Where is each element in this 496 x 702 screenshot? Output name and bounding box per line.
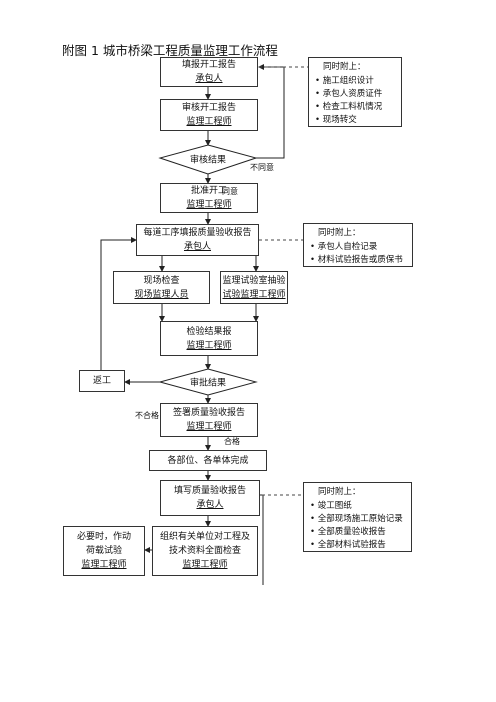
box-line: 每道工序填报质量验收报告 [143, 228, 252, 238]
note-title: 同时附上： [323, 62, 366, 72]
note-item: 全部现场施工原始记录 [310, 513, 405, 526]
label-agree: 同意 [222, 187, 238, 196]
box-role: 监理工程师 [186, 200, 232, 210]
box-role: 承包人 [183, 242, 211, 252]
box-role: 承包人 [196, 500, 224, 510]
box-line: 各部位、各单体完成 [167, 455, 249, 466]
note-item: 全部质量验收报告 [310, 526, 405, 539]
box-sign-inspection-report: 签署质量验收报告 监理工程师 [160, 403, 258, 437]
box-site-inspection: 现场检查 现场监理人员 [113, 271, 210, 304]
note-item: 承包人资质证件 [315, 88, 395, 101]
box-line: 荷载试验 [85, 546, 122, 556]
box-review-start-report: 审核开工报告 监理工程师 [160, 99, 258, 131]
box-inspection-result: 检验结果报 监理工程师 [160, 321, 258, 356]
box-line: 技术资料全面检查 [168, 546, 241, 556]
box-role: 监理工程师 [182, 560, 228, 570]
label-pass: 合格 [224, 437, 240, 446]
note-item: 竣工图纸 [310, 500, 405, 513]
box-line: 组织有关单位对工程及 [159, 532, 250, 542]
box-lab-sampling: 监理试验室抽验 试验监理工程师 [220, 271, 288, 304]
box-approve-start: 批准开工 监理工程师 [160, 183, 258, 213]
box-process-inspection-report: 每道工序填报质量验收报告 承包人 [136, 224, 259, 256]
note-item: 检查工料机情况 [315, 101, 395, 114]
note-item: 现场转交 [315, 114, 395, 127]
box-line: 监理试验室抽验 [222, 275, 286, 286]
box-line: 检验结果报 [186, 326, 232, 337]
box-submit-start-report: 填报开工报告 承包人 [160, 57, 258, 87]
box-rework: 返工 [79, 370, 125, 392]
box-comprehensive-check: 组织有关单位对工程及 技术资料全面检查 监理工程师 [152, 526, 258, 576]
box-role: 承包人 [195, 74, 223, 84]
page-title: 附图 1 城市桥梁工程质量监理工作流程 [62, 43, 278, 58]
box-role: 试验监理工程师 [222, 289, 286, 300]
note-completion-attachments: 同时附上： 竣工图纸 全部现场施工原始记录 全部质量验收报告 全部材料试验报告 [303, 482, 412, 552]
box-role: 监理工程师 [186, 422, 232, 432]
note-start-attachments: 同时附上： 施工组织设计 承包人资质证件 检查工料机情况 现场转交 [308, 57, 402, 127]
note-title: 同时附上： [318, 487, 361, 497]
note-title: 同时附上： [318, 228, 361, 238]
box-role: 监理工程师 [81, 560, 127, 570]
box-role: 监理工程师 [186, 117, 232, 127]
box-role: 现场监理人员 [134, 289, 189, 300]
note-item: 施工组织设计 [315, 75, 395, 88]
box-line: 批准开工 [190, 186, 227, 196]
label-fail: 不合格 [135, 411, 159, 420]
box-dynamic-load-test: 必要时，作动 荷载试验 监理工程师 [63, 526, 145, 576]
note-item: 承包人自检记录 [310, 241, 406, 254]
decision-review-result: 审核结果 [189, 155, 227, 166]
note-item: 全部材料试验报告 [310, 539, 405, 552]
box-role: 监理工程师 [186, 340, 232, 351]
decision-approval-shape [158, 368, 258, 396]
decision-review-shape [158, 144, 258, 175]
box-line: 返工 [92, 376, 111, 386]
box-line: 必要时，作动 [76, 532, 131, 542]
box-line: 填报开工报告 [181, 60, 236, 70]
box-line: 现场检查 [143, 275, 180, 286]
note-item: 材料试验报告或质保书 [310, 254, 406, 267]
note-process-attachments: 同时附上： 承包人自检记录 材料试验报告或质保书 [303, 223, 413, 267]
box-line: 审核开工报告 [181, 103, 236, 113]
label-disagree: 不同意 [250, 163, 274, 172]
box-line: 签署质量验收报告 [172, 408, 245, 418]
box-all-parts-complete: 各部位、各单体完成 [149, 450, 267, 471]
decision-approval-result: 审批结果 [189, 378, 227, 389]
box-fill-inspection-report: 填写质量验收报告 承包人 [160, 480, 260, 516]
box-line: 填写质量验收报告 [173, 486, 246, 496]
